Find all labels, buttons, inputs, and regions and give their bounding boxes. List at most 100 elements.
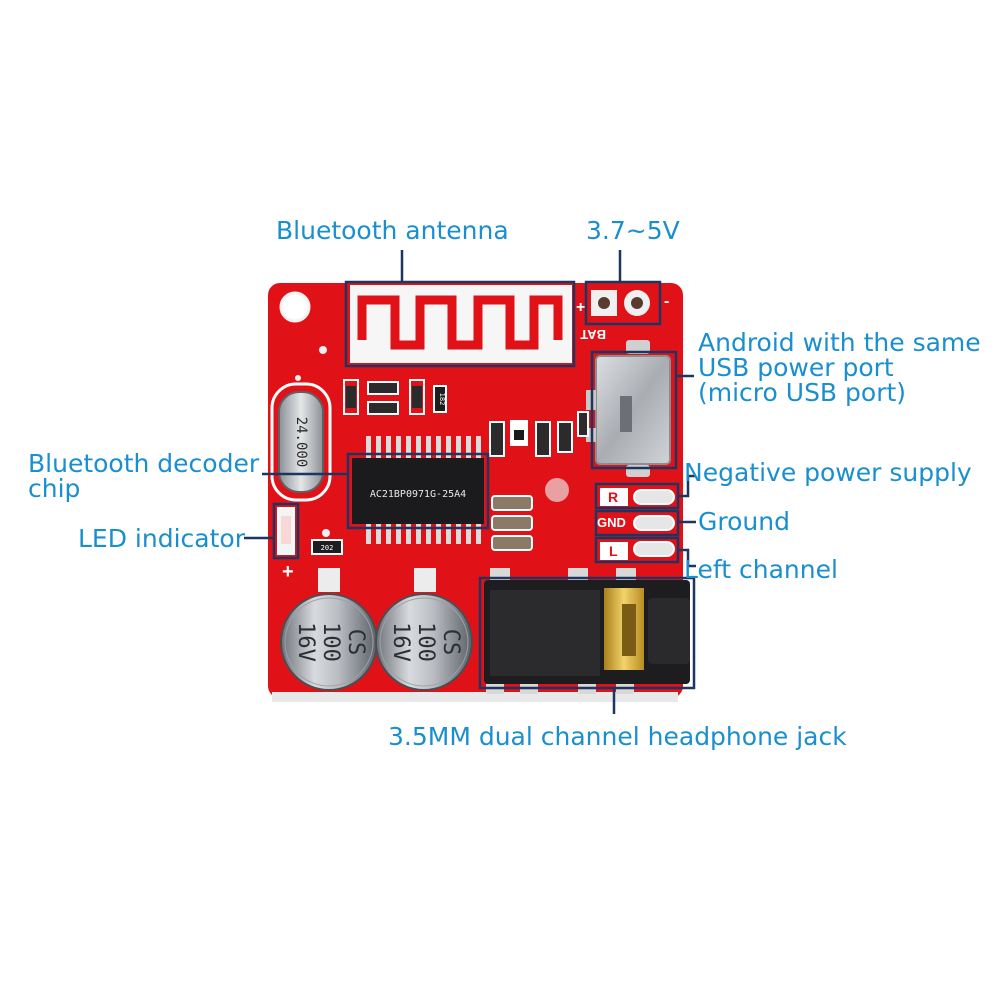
usb-tab <box>626 340 650 354</box>
via-hole <box>545 478 569 502</box>
callout-box-jack <box>478 576 696 690</box>
label-negative-power: Negative power supply <box>684 458 972 487</box>
bat-label: BAT <box>580 327 606 342</box>
chip-pin <box>406 524 411 544</box>
pad-gnd <box>633 515 675 531</box>
pad-label-r: R <box>608 489 618 505</box>
chip-pin <box>416 436 421 458</box>
pad-l <box>633 541 675 557</box>
chip-pin <box>386 524 391 544</box>
label-usb-line2: USB power port <box>698 353 894 382</box>
chip-pin <box>476 436 481 458</box>
smd-resistor <box>557 421 573 453</box>
label-decoder-line2: chip <box>28 474 80 503</box>
chip-pin <box>466 524 471 544</box>
smd-capacitor <box>491 515 533 531</box>
micro-usb-opening <box>620 396 632 432</box>
battery-pad-plus-hole <box>598 297 610 309</box>
crystal-outline <box>270 382 332 502</box>
chip-pin <box>466 436 471 458</box>
label-left-channel: Left channel <box>684 555 838 584</box>
label-led-indicator: LED indicator <box>78 524 246 553</box>
smd-resistor <box>577 411 589 437</box>
via-hole <box>319 346 327 354</box>
via-hole <box>295 375 301 381</box>
smd-capacitor <box>491 535 533 551</box>
chip-pin <box>476 524 481 544</box>
smd-component <box>412 386 422 408</box>
chip-pin <box>386 436 391 458</box>
chip-pin <box>426 524 431 544</box>
crystal-marking: 24.000 <box>293 417 309 468</box>
capacitor-2-line1: CS <box>438 629 463 656</box>
chip-pin <box>406 436 411 458</box>
callouts <box>244 250 696 714</box>
callout-box-chip <box>346 452 490 530</box>
jack-gold-contact-inner <box>622 604 636 656</box>
label-bluetooth-antenna: Bluetooth antenna <box>276 216 509 245</box>
mounting-hole <box>279 291 311 323</box>
jack-highlight <box>490 590 600 676</box>
chip-pin <box>366 436 371 458</box>
via-hole <box>322 529 330 537</box>
capacitor-2-line3: 16V <box>388 622 413 662</box>
chip-pin <box>396 524 401 544</box>
pcb-board-edge-shadow <box>272 692 678 702</box>
chip-pin <box>436 436 441 458</box>
capacitor-1-line2: 100 <box>318 622 343 662</box>
chip-pin <box>426 436 431 458</box>
bat-plus-sign: + <box>576 299 585 316</box>
capacitor-1-line1: CS <box>343 629 368 656</box>
label-usb-line3: (micro USB port) <box>698 378 906 407</box>
callout-leader-r <box>678 474 696 498</box>
pad-label-l: L <box>609 543 618 559</box>
capacitor-1-line3: 16V <box>293 622 318 662</box>
micro-usb-port <box>595 355 671 465</box>
smd-resistor <box>311 539 343 555</box>
callout-leader-l <box>678 548 696 568</box>
callout-box-battery <box>584 280 662 326</box>
chip-pin <box>376 524 381 544</box>
chip-pins-bottom <box>366 524 481 544</box>
label-voltage: 3.7~5V <box>586 216 680 245</box>
chip-pin <box>456 436 461 458</box>
chip-pin <box>376 436 381 458</box>
label-usb-line1: Android with the same <box>698 328 981 357</box>
smd-resistor <box>535 421 551 457</box>
chip-pin <box>416 524 421 544</box>
smd-resistor <box>433 385 447 413</box>
capacitor-2: CS 100 16V <box>375 568 473 691</box>
led-plus-sign: + <box>282 561 294 583</box>
chip-pin <box>446 436 451 458</box>
jack-mouth <box>648 598 690 664</box>
pad-label-r-box <box>600 488 628 506</box>
callout-box-usb <box>590 350 678 470</box>
label-decoder-line1: Bluetooth decoder <box>28 449 260 478</box>
smd-component <box>346 386 356 408</box>
bat-minus-sign: - <box>664 293 669 310</box>
smd-capacitor <box>491 495 533 511</box>
smd-resistor <box>367 401 399 415</box>
chip-pin <box>446 524 451 544</box>
resistor-marking-1: 182 <box>438 393 446 406</box>
capacitor-2-line2: 100 <box>413 622 438 662</box>
chip-pin <box>396 436 401 458</box>
led-lens <box>281 516 291 544</box>
crystal-oscillator <box>278 391 324 493</box>
smd-component <box>343 379 359 415</box>
pad-label-l-box <box>600 542 628 560</box>
antenna-trace <box>357 295 563 350</box>
decoder-chip <box>352 458 484 524</box>
smd-transistor-body <box>514 430 524 440</box>
pad-r <box>633 489 675 505</box>
battery-pad-minus-hole <box>631 297 643 309</box>
pad-label-gnd: GND <box>597 515 626 530</box>
callout-box-led <box>272 502 300 560</box>
callout-box-antenna <box>344 280 576 368</box>
smd-resistor <box>367 381 399 395</box>
chip-pin <box>456 524 461 544</box>
chip-pin <box>436 524 441 544</box>
smd-resistor <box>489 421 505 457</box>
